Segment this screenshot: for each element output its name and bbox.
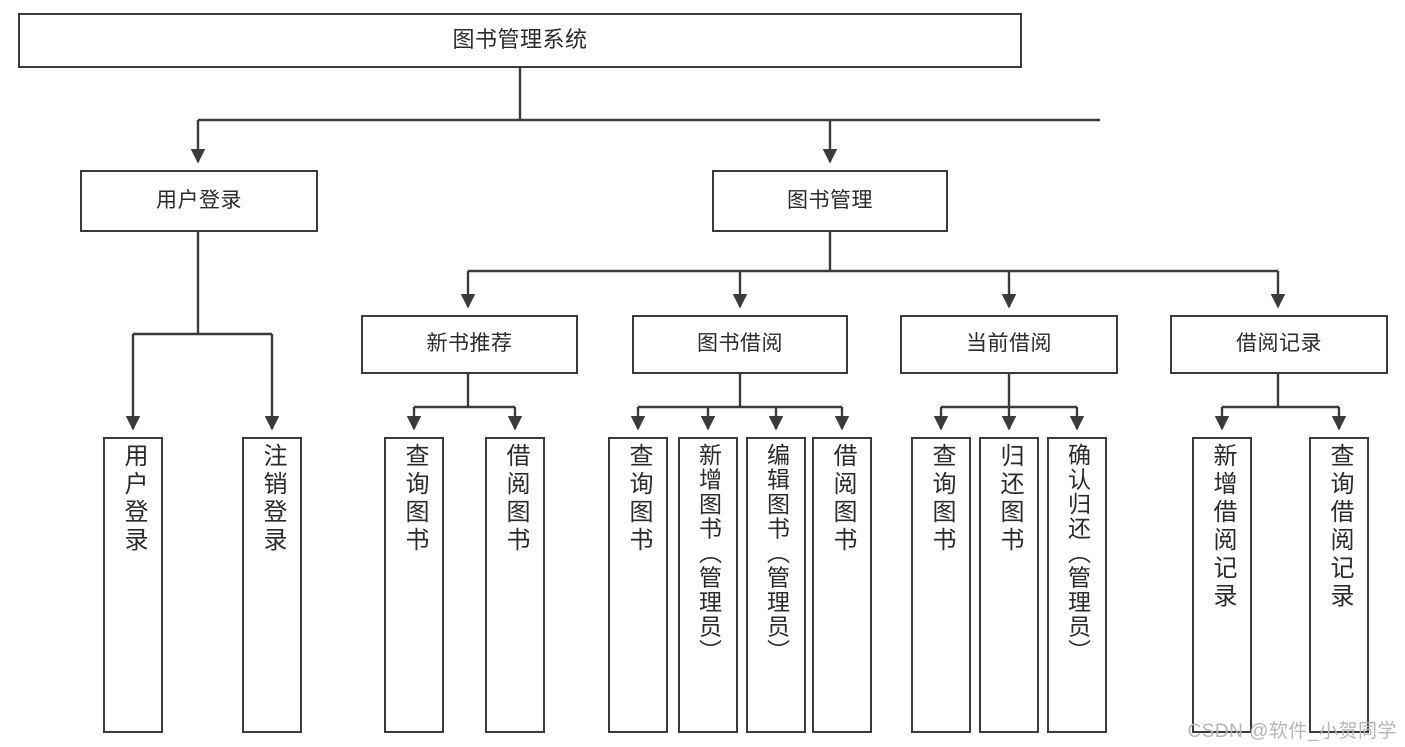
node-label: 图书管理 — [787, 188, 873, 212]
node-label: 用户登录 — [156, 188, 242, 212]
leaf-query-borrow-record[interactable]: 查询借阅记录 — [1309, 437, 1369, 733]
node-label: 新增图书（管理员） — [695, 443, 722, 664]
leaf-query-book-current[interactable]: 查询图书 — [911, 437, 971, 733]
node-new-book-recommend[interactable]: 新书推荐 — [361, 315, 578, 374]
leaf-query-book-borrow[interactable]: 查询图书 — [608, 437, 668, 733]
node-book-management[interactable]: 图书管理 — [712, 170, 948, 232]
node-label: 用户登录 — [120, 443, 147, 555]
leaf-edit-book-admin[interactable]: 编辑图书（管理员） — [746, 437, 806, 733]
node-label: 借阅图书 — [829, 443, 856, 555]
node-label: 图书借阅 — [697, 332, 783, 356]
node-label: 编辑图书（管理员） — [763, 443, 790, 664]
node-user-login[interactable]: 用户登录 — [80, 170, 318, 232]
csdn-watermark: CSDN @软件_小贺同学 — [1187, 721, 1397, 742]
node-label: 确认归还（管理员） — [1064, 443, 1091, 664]
node-label: 归还图书 — [996, 443, 1023, 555]
node-label: 查询借阅记录 — [1326, 443, 1353, 611]
node-current-borrow[interactable]: 当前借阅 — [900, 315, 1118, 374]
leaf-borrow-book[interactable]: 借阅图书 — [812, 437, 872, 733]
node-label: 图书管理系统 — [452, 27, 588, 53]
node-label: 借阅图书 — [502, 443, 529, 555]
leaf-logout-login[interactable]: 注销登录 — [242, 437, 302, 733]
node-label: 当前借阅 — [966, 332, 1052, 356]
node-label: 借阅记录 — [1236, 332, 1322, 356]
leaf-user-login[interactable]: 用户登录 — [103, 437, 163, 733]
node-label: 注销登录 — [259, 443, 286, 555]
node-root-system[interactable]: 图书管理系统 — [18, 13, 1022, 68]
node-label: 新增借阅记录 — [1209, 443, 1236, 611]
leaf-return-book[interactable]: 归还图书 — [979, 437, 1039, 733]
leaf-add-borrow-record[interactable]: 新增借阅记录 — [1192, 437, 1252, 733]
leaf-add-book-admin[interactable]: 新增图书（管理员） — [678, 437, 738, 733]
node-label: 查询图书 — [625, 443, 652, 555]
node-label: 查询图书 — [928, 443, 955, 555]
leaf-borrow-book-rec[interactable]: 借阅图书 — [485, 437, 545, 733]
node-label: 查询图书 — [401, 443, 428, 555]
node-book-borrow[interactable]: 图书借阅 — [632, 315, 848, 374]
leaf-confirm-return-admin[interactable]: 确认归还（管理员） — [1047, 437, 1107, 733]
node-borrow-record[interactable]: 借阅记录 — [1170, 315, 1388, 374]
node-label: 新书推荐 — [426, 332, 513, 356]
leaf-query-book-rec[interactable]: 查询图书 — [384, 437, 444, 733]
